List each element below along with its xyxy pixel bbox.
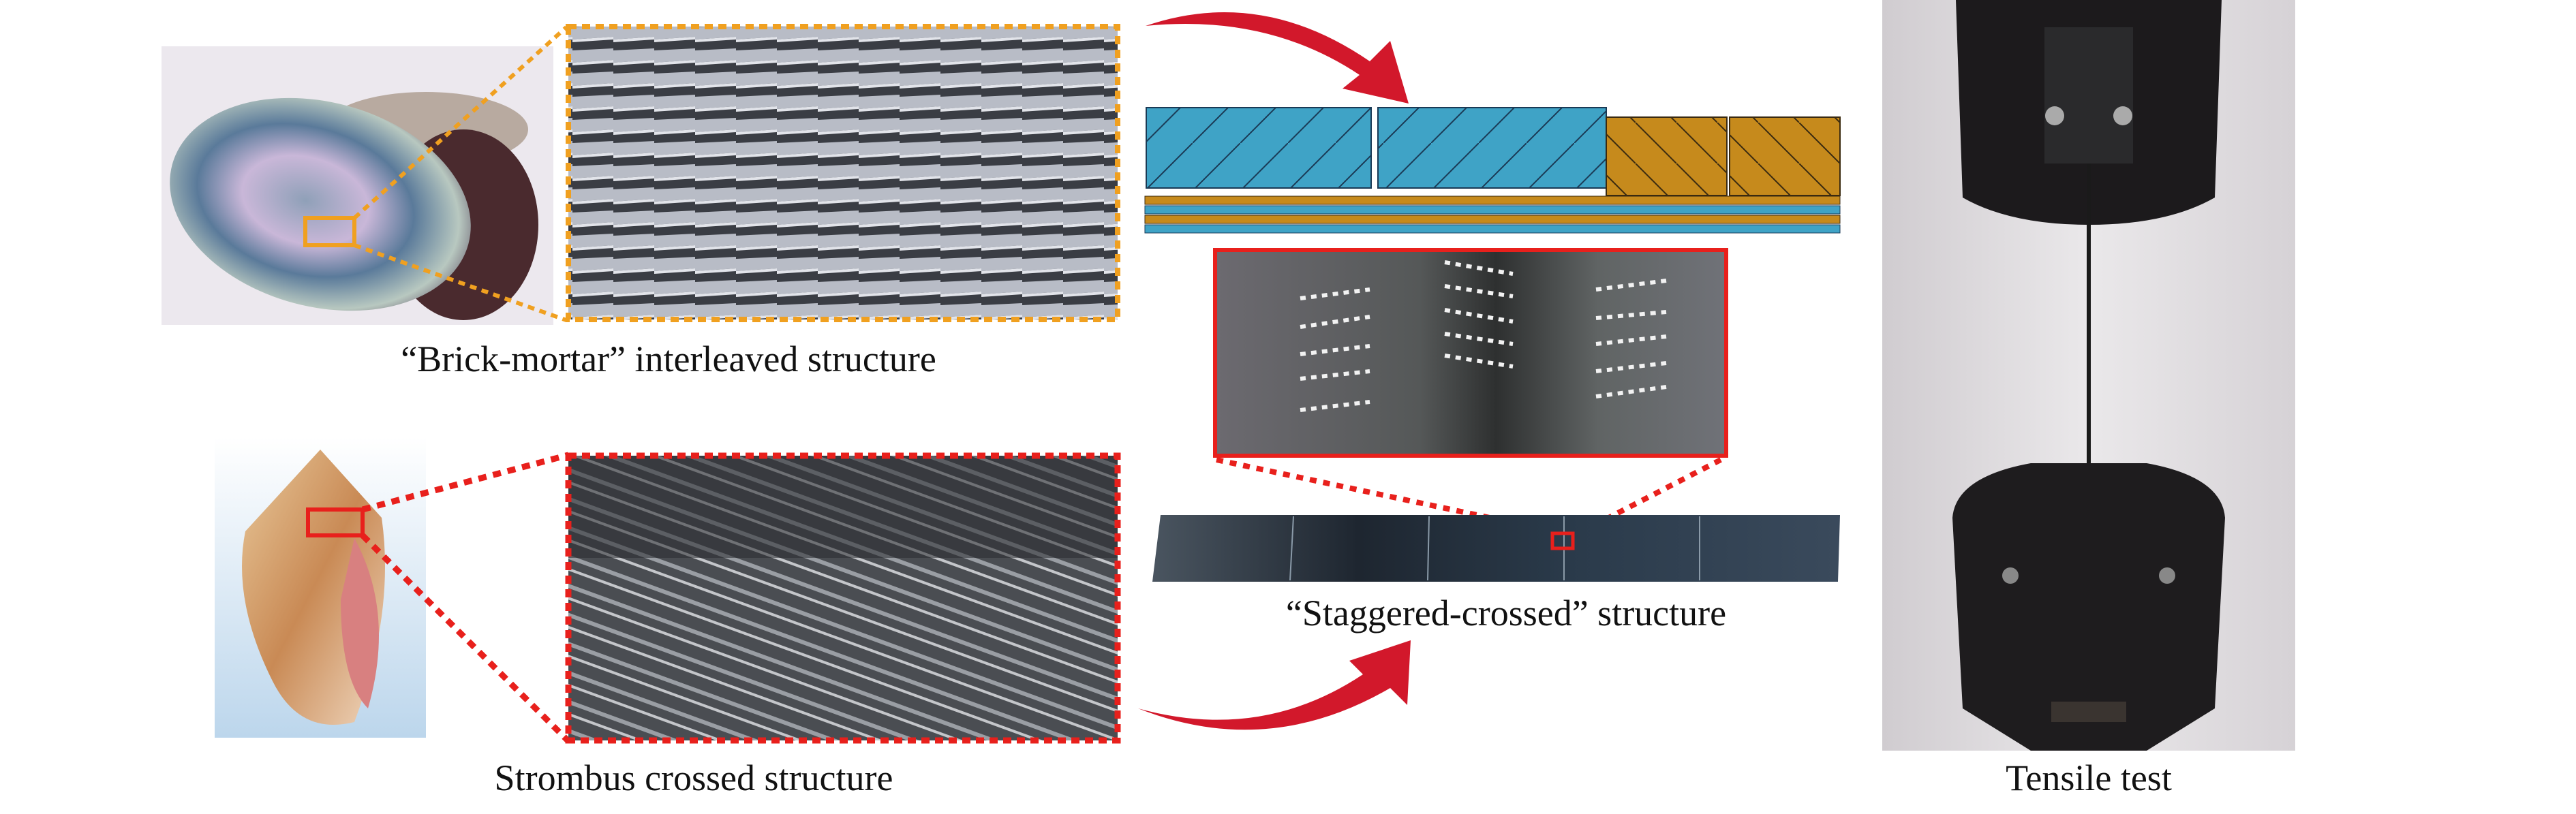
highlight-box xyxy=(1550,531,1575,550)
curved-arrow-bottom xyxy=(1138,640,1411,730)
zoom-connector xyxy=(361,452,570,513)
abalone-shell-photo xyxy=(162,46,553,325)
zoom-connector xyxy=(352,25,568,220)
zoom-connector xyxy=(353,243,568,322)
caption-brick-mortar: “Brick-mortar” interleaved structure xyxy=(401,339,936,379)
crossed-micrograph xyxy=(1213,248,1728,458)
arrow-markers xyxy=(1300,260,1667,412)
strombus-shell-photo xyxy=(215,437,426,738)
curved-arrow-top xyxy=(1146,12,1409,104)
staggered-layer-diagram xyxy=(1144,107,1841,234)
nacre-sem-image xyxy=(566,24,1120,322)
highlight-box xyxy=(303,216,356,247)
highlight-box xyxy=(306,507,365,537)
caption-strombus: Strombus crossed structure xyxy=(495,757,893,798)
tensile-test-photo xyxy=(1882,0,2295,751)
specimen-strip-photo xyxy=(1152,515,1840,582)
zoom-connector xyxy=(1216,457,1561,535)
zoom-connector xyxy=(360,533,571,744)
caption-tensile-test: Tensile test xyxy=(2006,757,2172,798)
caption-staggered-crossed: “Staggered-crossed” structure xyxy=(1286,593,1726,633)
strombus-sem-image xyxy=(565,452,1121,744)
